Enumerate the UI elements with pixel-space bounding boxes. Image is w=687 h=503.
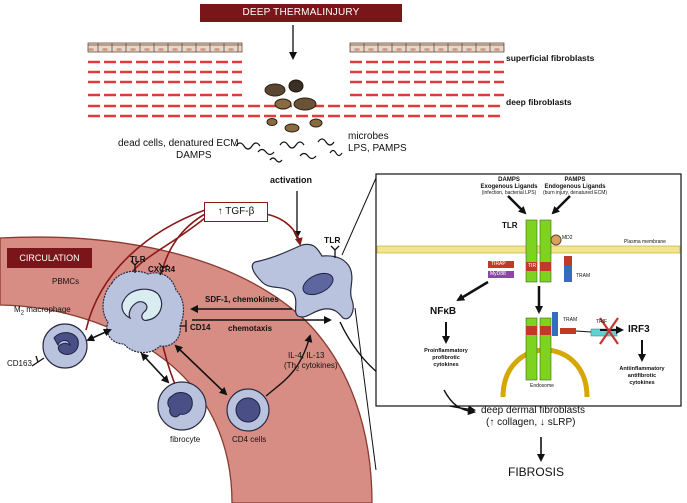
deep-fibroblasts-label: deep fibroblasts xyxy=(506,97,572,107)
inset-pamps-ligands: Endogenous Ligands xyxy=(544,184,606,190)
cxcr4-label: CXCR4 xyxy=(148,265,176,274)
inset-to-outcome-arrow xyxy=(443,389,476,416)
inset-zoom-line-bottom xyxy=(354,307,377,471)
dead-cells-label: dead cells, denatured ECM xyxy=(118,138,239,149)
tlr-receptor-surface-b xyxy=(539,219,552,283)
activated-fibroblast xyxy=(251,243,354,320)
circulation-label: CIRCULATION xyxy=(7,248,92,268)
cd4-label: CD4 cells xyxy=(232,435,267,444)
microbe-squiggles xyxy=(235,138,343,163)
fibrosis-label: FIBROSIS xyxy=(508,465,565,479)
il4-il13-label: IL-4, IL-13 xyxy=(288,351,325,360)
myd88-to-nfkb-arrow xyxy=(456,280,489,302)
trif-adaptor-endo xyxy=(560,328,576,334)
tir-domain-b xyxy=(540,262,551,271)
pro-cytokines-label: cytokines xyxy=(433,362,459,368)
tir-domain-endo-b xyxy=(540,326,551,335)
necrotic-debris xyxy=(264,79,323,133)
damps-arrow xyxy=(507,195,527,215)
nfkb-label: NFκB xyxy=(430,306,457,317)
antiinflammatory-label: Antiinflammatory xyxy=(619,366,665,372)
tgf-beta-box: ↑ TGF-β xyxy=(204,202,268,222)
cell-interaction-arrows xyxy=(86,328,228,396)
tram-endo-label: TRAM xyxy=(563,317,578,323)
pamps-arrow xyxy=(551,195,571,215)
collagen-slrp-label: (↑ collagen, ↓ sLRP) xyxy=(486,417,576,428)
proinflammatory-label: Proinflammatory xyxy=(424,348,468,354)
inset-zoom-line-top xyxy=(341,177,377,256)
myd88-adaptor xyxy=(488,271,514,278)
superficial-fibroblasts-label: superficial fibroblasts xyxy=(506,53,595,63)
activation-label: activation xyxy=(270,175,313,185)
cd4-nucleus xyxy=(235,397,261,423)
inset-md2-label: MD2 xyxy=(562,235,573,241)
antifibrotic-label: antifibrotic xyxy=(627,373,657,379)
chemotaxis-label: chemotaxis xyxy=(228,324,273,333)
tlr-receptor-endosome-b xyxy=(539,317,552,381)
fibroblast-tlr-label: TLR xyxy=(324,235,341,245)
inset-pamps-title: PAMPS xyxy=(564,177,586,183)
tram-label: TRAM xyxy=(576,273,591,279)
epidermis-cells-left xyxy=(87,42,243,53)
macrophage-label: M2 macrophage xyxy=(14,305,71,317)
tlr-receptor-surface-a xyxy=(525,219,538,283)
tir-domain-a xyxy=(526,262,537,271)
fibroblast-nucleus xyxy=(302,272,334,296)
monocyte-tlr-label: TLR xyxy=(130,255,146,264)
inset-damps-title: DAMPS xyxy=(498,177,520,183)
tirap-label: TIRAP xyxy=(491,261,506,267)
tir-label: TIR xyxy=(528,263,537,269)
myd88-label: MyD88 xyxy=(490,271,506,277)
fibroblast-tlr-receptor xyxy=(330,245,340,258)
inset-damps-ligands: Exogenous Ligands xyxy=(480,184,538,190)
anti-cytokines-label: cytokines xyxy=(629,380,655,386)
sdf1-label: SDF-1, chemokines xyxy=(205,295,279,304)
inset-damps-note: (infection, bacterial LPS) xyxy=(481,190,537,196)
block-cross xyxy=(599,317,619,345)
deep-dermal-fibroblasts-label: deep dermal fibroblasts xyxy=(481,405,585,416)
md2-cofactor xyxy=(550,234,562,246)
endosome-label: Endosome xyxy=(530,383,554,389)
lps-pamps-label: LPS, PAMPS xyxy=(348,143,407,154)
fibrocyte-label: fibrocyte xyxy=(170,435,201,444)
damps-label: DAMPS xyxy=(176,150,212,161)
microbes-label: microbes xyxy=(348,131,389,142)
inset-pamps-note: (burn injury, denatured ECM) xyxy=(542,190,608,196)
title-banner: DEEP THERMALINJURY xyxy=(200,4,402,22)
inset-tlr-label: TLR xyxy=(502,221,518,230)
pbmcs-label: PBMCs xyxy=(52,277,80,286)
trif-label: TRIF xyxy=(596,319,608,325)
monocyte-receptors xyxy=(130,260,187,332)
tram-adaptor-endo xyxy=(552,312,558,336)
monocyte-nucleus xyxy=(121,288,163,321)
th2-arrow xyxy=(265,334,313,397)
superficial-fibroblast-dashes xyxy=(88,60,504,84)
irf3-label: IRF3 xyxy=(628,324,650,335)
trif-adaptor-surface xyxy=(564,266,572,282)
cd163-label: CD163 xyxy=(7,359,32,368)
cd14-label: CD14 xyxy=(190,323,211,332)
plasma-membrane-label: Plasma membrane xyxy=(624,239,666,245)
tlr-receptor-endosome-a xyxy=(525,317,538,381)
cd163-receptor xyxy=(31,355,45,367)
macrophage-nucleus xyxy=(53,332,79,355)
trif-link xyxy=(575,330,592,333)
tirap-adaptor xyxy=(488,261,514,268)
profibrotic-label: profibrotic xyxy=(432,355,460,361)
tir-domain-endo-a xyxy=(526,326,537,335)
th2-label: (Th2 cytokines) xyxy=(284,361,338,373)
epidermis-cells-right xyxy=(349,42,505,53)
